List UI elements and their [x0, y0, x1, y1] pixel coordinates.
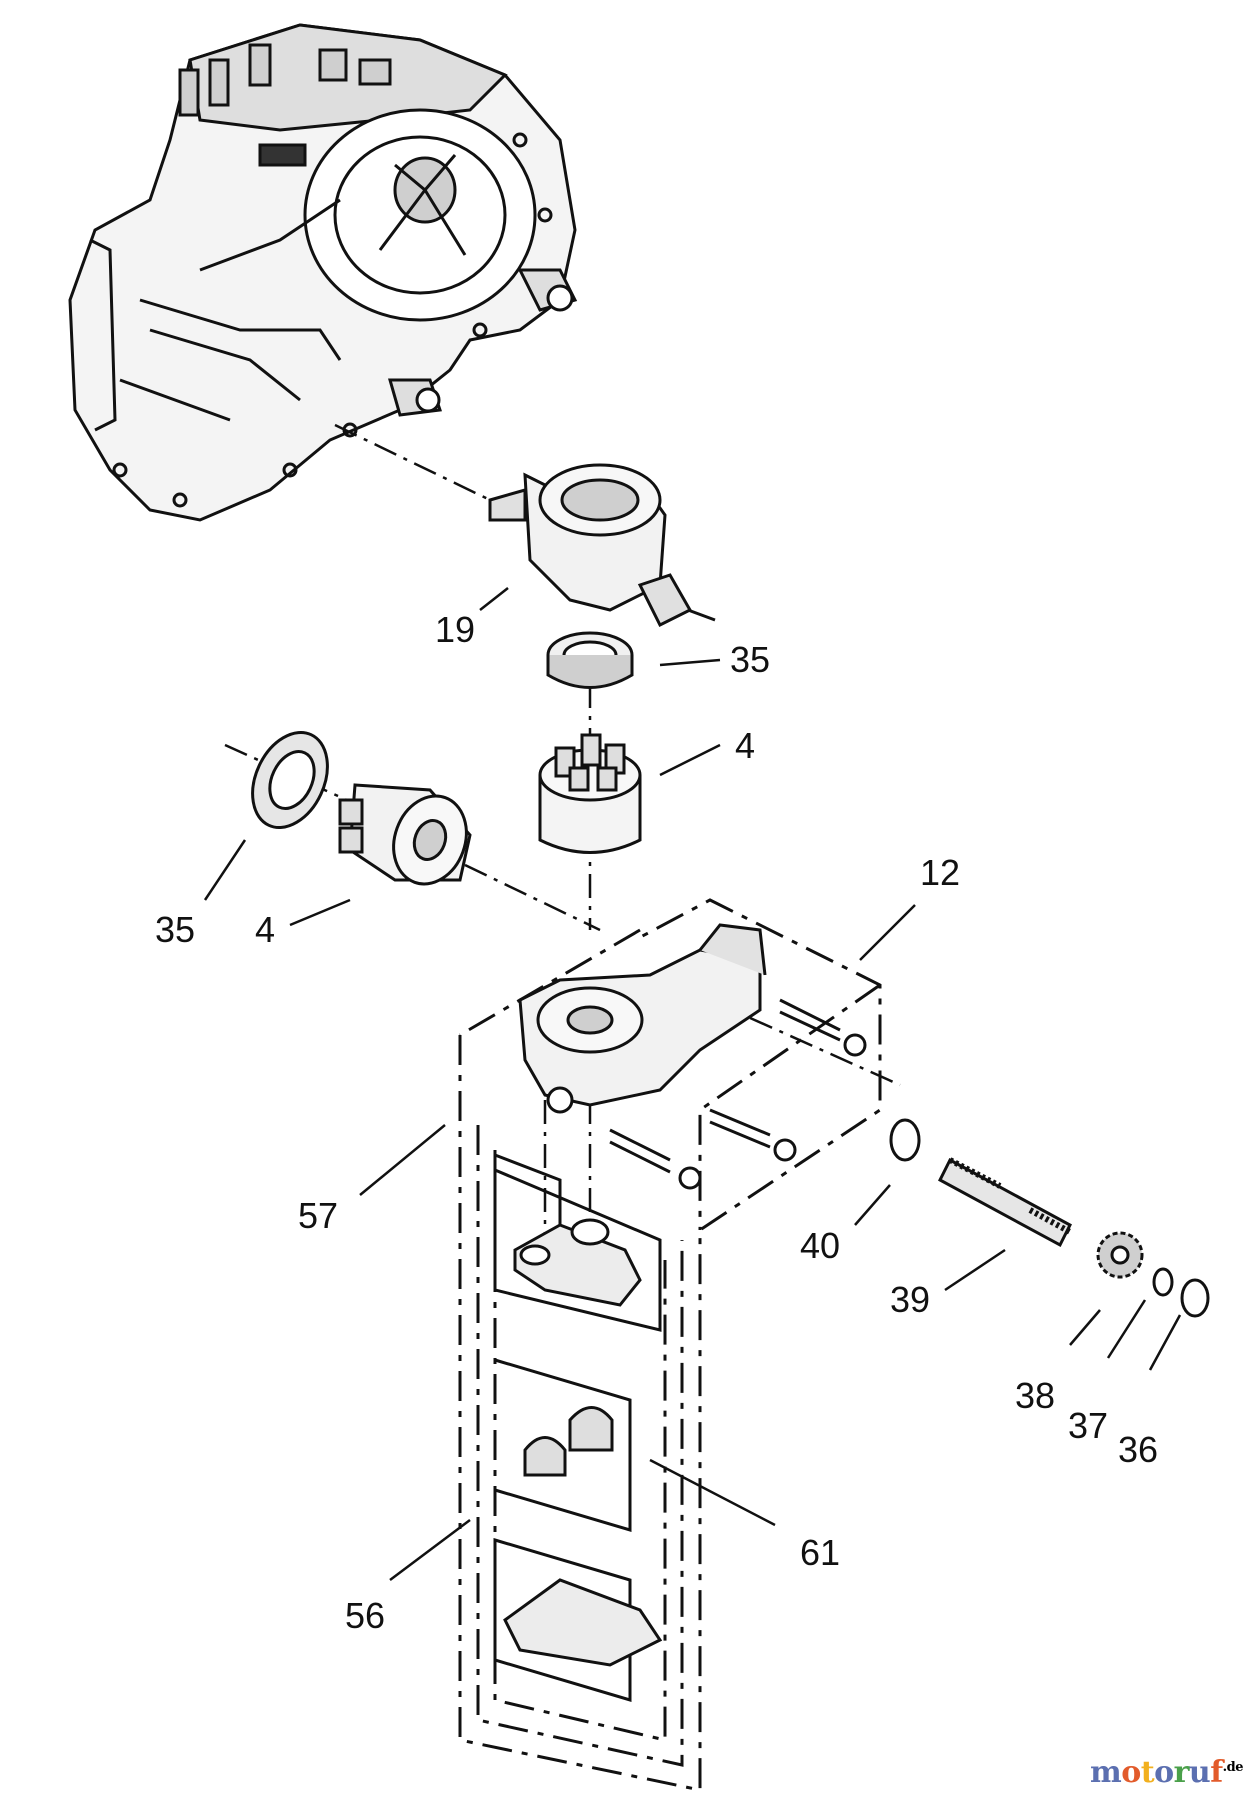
callout-35-left: 35	[155, 909, 195, 950]
watermark-logo: motoruf.de	[1090, 1755, 1244, 1790]
callout-39: 39	[890, 1279, 930, 1320]
transmission-housing	[68, 23, 578, 522]
callout-4-upper: 4	[735, 725, 755, 766]
watermark-letters: motoruf	[1090, 1755, 1223, 1790]
watermark-letter: u	[1188, 1755, 1211, 1790]
callout-61: 61	[800, 1532, 840, 1573]
watermark-suffix: .de	[1222, 1760, 1244, 1775]
callout-36: 36	[1118, 1429, 1158, 1470]
shaft-assembly	[889, 1118, 1210, 1318]
watermark-letter: f	[1210, 1755, 1223, 1790]
part-19-block	[488, 463, 716, 628]
part-12-housing	[518, 923, 867, 1190]
callout-56: 56	[345, 1595, 385, 1636]
callout-35-upper: 35	[730, 639, 770, 680]
part-4-upper-cylinder	[538, 733, 642, 854]
callout-57: 57	[298, 1195, 338, 1236]
callout-labels: 19 35 4 35 4 12 57 40 39 38 37 36 61 56	[155, 609, 1158, 1636]
callout-4-left: 4	[255, 909, 275, 950]
watermark-letter: o	[1121, 1755, 1141, 1790]
leader-lines	[203, 587, 1182, 1581]
part-61-frame-outline	[476, 1125, 684, 1767]
watermark-letter: m	[1089, 1755, 1122, 1790]
callout-37: 37	[1068, 1405, 1108, 1446]
watermark-letter: o	[1154, 1755, 1174, 1790]
part-35-left-seal	[251, 730, 329, 830]
callout-40: 40	[800, 1225, 840, 1266]
callout-12: 12	[920, 852, 960, 893]
callout-38: 38	[1015, 1375, 1055, 1416]
part-35-upper-seal	[546, 631, 634, 689]
callout-19: 19	[435, 609, 475, 650]
watermark-letter: t	[1140, 1755, 1155, 1790]
part-plates	[493, 1153, 663, 1703]
part-57-bracket-outline	[458, 898, 882, 1792]
part-4-left-cylinder	[338, 783, 472, 886]
watermark-letter: r	[1173, 1755, 1190, 1790]
